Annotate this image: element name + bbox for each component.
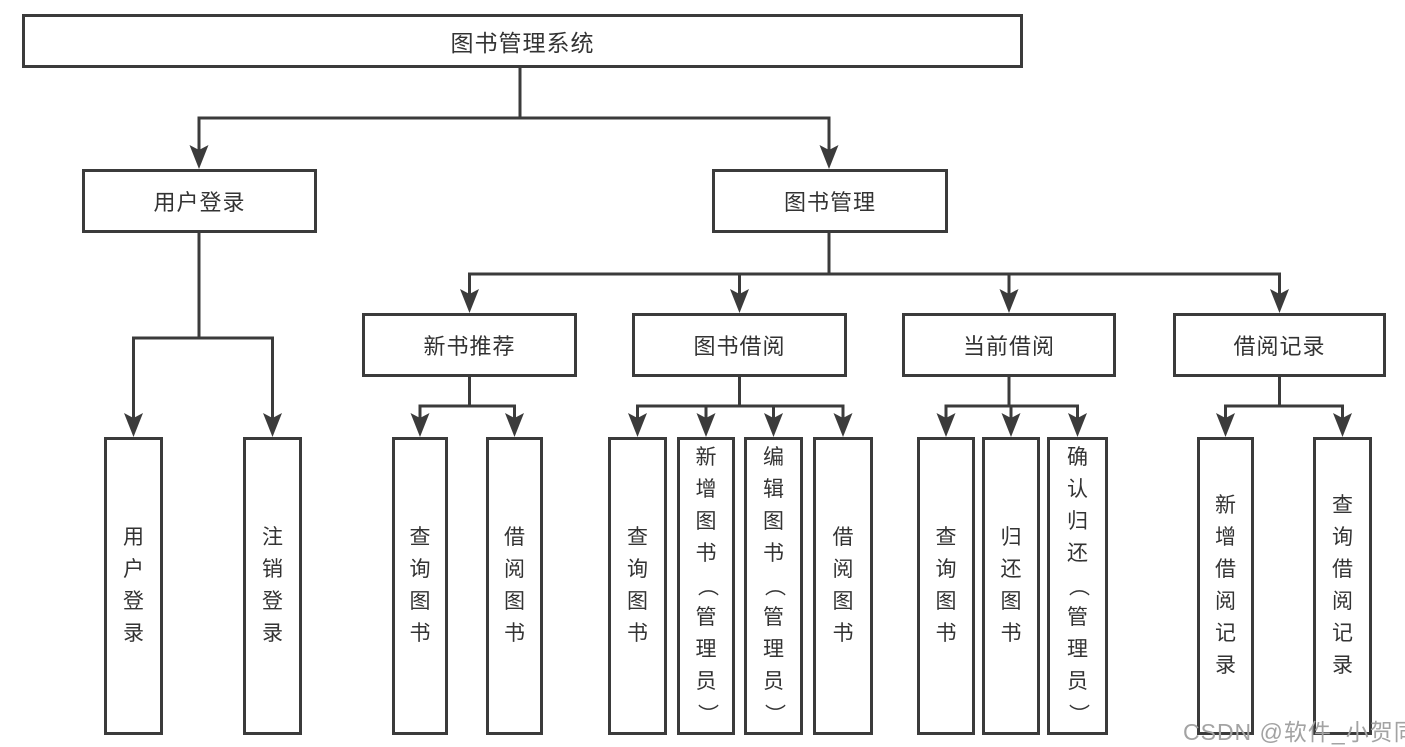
leaf-borrow-books-recommend-label: 借阅图书 xyxy=(504,526,525,645)
leaf-borrow-books-borrowing-label: 借阅图书 xyxy=(832,526,854,645)
leaf-confirm-return-admin: 确认归还（管理员） xyxy=(1047,437,1108,735)
leaf-borrow-books-recommend: 借阅图书 xyxy=(486,437,543,735)
node-current-borrowing-label: 当前借阅 xyxy=(962,334,1055,359)
leaf-edit-books-admin-label: 编辑图书（管理员） xyxy=(762,446,786,725)
leaf-add-borrow-record: 新增借阅记录 xyxy=(1197,437,1254,735)
leaf-query-books-current: 查询图书 xyxy=(917,437,975,735)
node-book-management: 图书管理 xyxy=(712,169,948,233)
node-root: 图书管理系统 xyxy=(22,14,1023,68)
node-user-login: 用户登录 xyxy=(82,169,317,233)
leaf-query-borrow-record: 查询借阅记录 xyxy=(1313,437,1372,735)
leaf-confirm-return-admin-label: 确认归还（管理员） xyxy=(1066,446,1090,725)
leaf-query-books-current-label: 查询图书 xyxy=(935,526,957,645)
node-book-borrowing-label: 图书借阅 xyxy=(693,334,786,359)
leaf-query-books-borrowing-label: 查询图书 xyxy=(627,526,648,645)
watermark-text: CSDN @软件_小贺同学 xyxy=(1183,719,1405,745)
leaf-query-books-borrowing: 查询图书 xyxy=(608,437,667,735)
leaf-return-books-label: 归还图书 xyxy=(1000,526,1022,645)
leaf-add-books-admin-label: 新增图书（管理员） xyxy=(695,446,718,725)
leaf-user-login-label: 用户登录 xyxy=(123,526,144,645)
leaf-return-books: 归还图书 xyxy=(982,437,1040,735)
node-root-label: 图书管理系统 xyxy=(450,30,595,56)
node-current-borrowing: 当前借阅 xyxy=(902,313,1116,377)
leaf-query-books-recommend-label: 查询图书 xyxy=(409,526,431,645)
node-book-borrowing: 图书借阅 xyxy=(632,313,847,377)
leaf-borrow-books-borrowing: 借阅图书 xyxy=(813,437,873,735)
node-new-book-recommendation: 新书推荐 xyxy=(362,313,577,377)
leaf-user-login: 用户登录 xyxy=(104,437,163,735)
leaf-add-books-admin: 新增图书（管理员） xyxy=(677,437,735,735)
leaf-logout: 注销登录 xyxy=(243,437,302,735)
leaf-query-books-recommend: 查询图书 xyxy=(392,437,448,735)
node-borrowing-records-label: 借阅记录 xyxy=(1233,334,1326,359)
node-book-management-label: 图书管理 xyxy=(783,190,876,215)
node-user-login-label: 用户登录 xyxy=(153,190,246,215)
leaf-logout-label: 注销登录 xyxy=(262,526,283,645)
leaf-query-borrow-record-label: 查询借阅记录 xyxy=(1332,494,1353,677)
leaf-edit-books-admin: 编辑图书（管理员） xyxy=(744,437,803,735)
node-borrowing-records: 借阅记录 xyxy=(1173,313,1386,377)
leaf-add-borrow-record-label: 新增借阅记录 xyxy=(1215,494,1236,677)
node-new-book-recommendation-label: 新书推荐 xyxy=(423,334,516,359)
